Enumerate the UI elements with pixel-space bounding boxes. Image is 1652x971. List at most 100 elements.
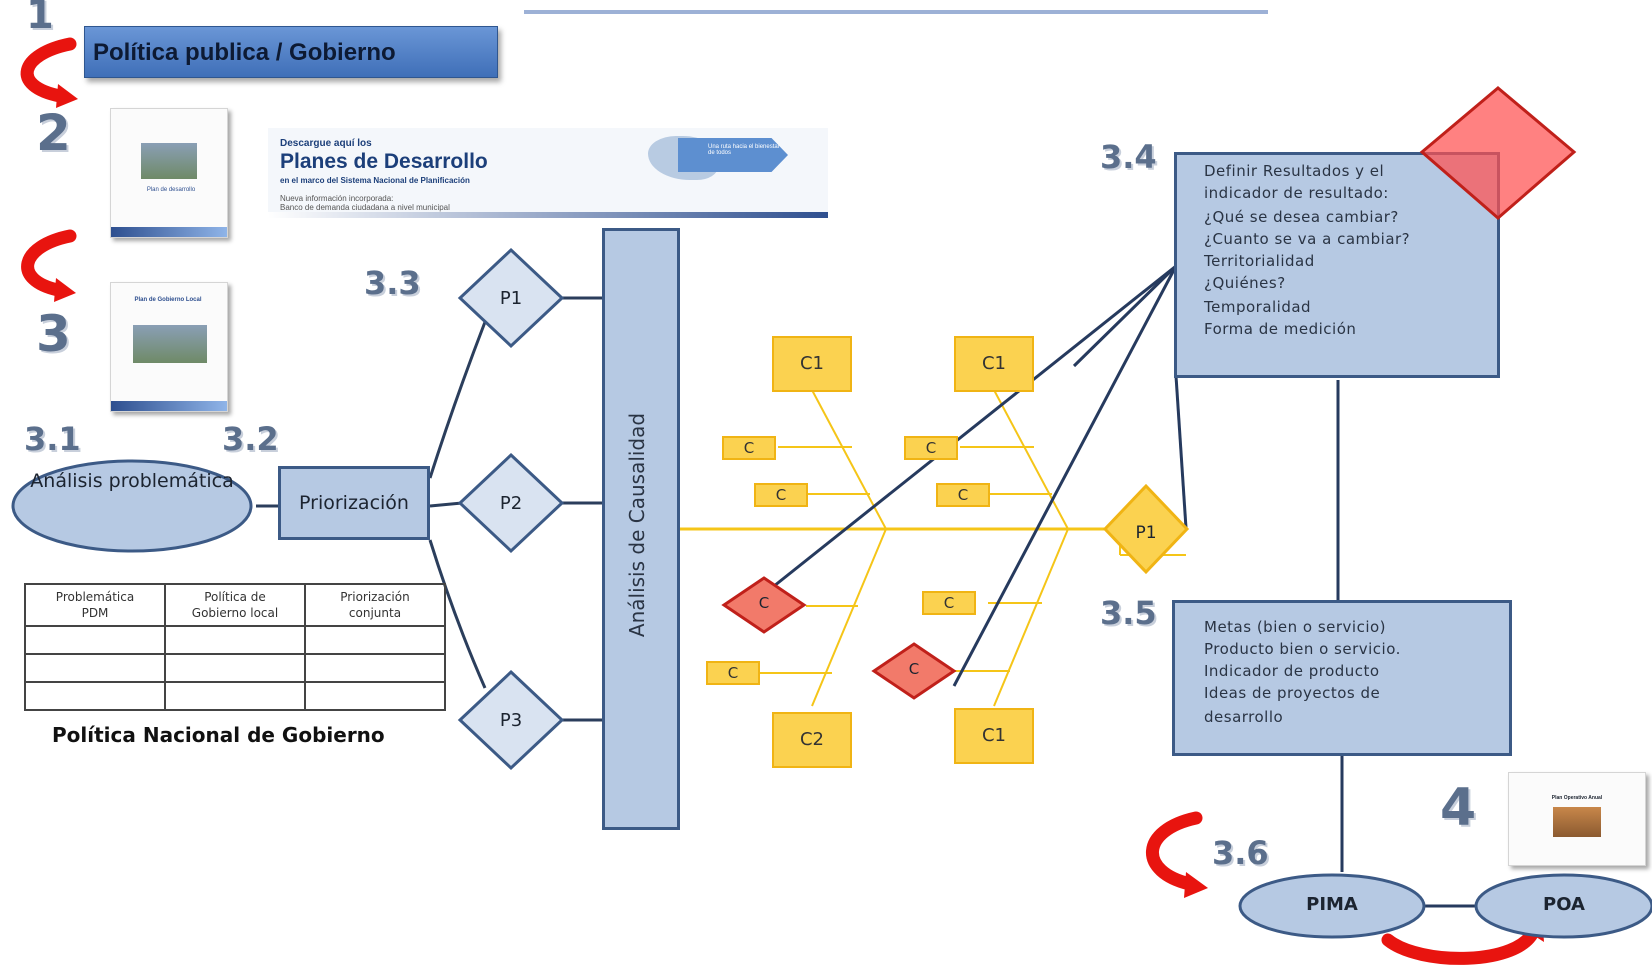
cause-box-bottom-left: C2 bbox=[772, 712, 852, 768]
pgl-document-thumbnail: Plan de Gobierno Local bbox=[110, 282, 228, 412]
step-3-label: 3 bbox=[36, 305, 71, 363]
pgl-cover-stripe bbox=[111, 401, 227, 411]
step-3-3-label: 3.3 bbox=[364, 264, 421, 302]
cause-box-bottom-right: C1 bbox=[954, 708, 1034, 764]
table-row bbox=[24, 681, 446, 711]
banner-headline: Planes de Desarrollo bbox=[280, 150, 488, 173]
table-cell[interactable] bbox=[24, 681, 166, 711]
analisis-causalidad-label: Análisis de Causalidad bbox=[625, 412, 649, 638]
step-2-label: 2 bbox=[36, 104, 71, 162]
red-curved-arrow-1 bbox=[20, 37, 77, 103]
subcause-c-1: C bbox=[722, 436, 776, 460]
table-cell[interactable] bbox=[304, 625, 446, 655]
table-cell[interactable] bbox=[24, 653, 166, 683]
subcause-c-4: C bbox=[936, 483, 990, 507]
subcause-c-5: C bbox=[922, 591, 976, 615]
pgl-cover-image bbox=[133, 325, 207, 363]
results-line-4: ¿Cuanto se va a cambiar? bbox=[1204, 230, 1411, 248]
p3-diamond bbox=[457, 669, 565, 771]
results-line-3: ¿Qué se desea cambiar? bbox=[1204, 208, 1399, 226]
metas-line-1: Metas (bien o servicio) bbox=[1204, 618, 1387, 636]
red-arrowhead-3 bbox=[1184, 872, 1208, 898]
pdm-cover-title: Plan de desarrollo bbox=[146, 187, 196, 193]
p2-diamond bbox=[457, 452, 565, 554]
results-line-8: Forma de medición bbox=[1204, 320, 1357, 338]
banner-kicker: Descargue aquí los bbox=[280, 138, 372, 149]
table-row bbox=[24, 653, 446, 683]
cause-box-top-right: C1 bbox=[954, 336, 1034, 392]
fishbone-p1-diamond bbox=[1102, 483, 1190, 575]
metas-line-3: Indicador de producto bbox=[1204, 662, 1380, 680]
p1-diamond bbox=[457, 247, 565, 349]
subcause-c-2: C bbox=[754, 483, 808, 507]
root-cause-diamond-left bbox=[721, 576, 807, 634]
banner-note: Nueva información incorporada: bbox=[280, 194, 394, 203]
poa-cover-title: Plan Operativo Anual bbox=[1551, 795, 1603, 801]
p1-label: P1 bbox=[499, 288, 523, 309]
fishbone-p1-label: P1 bbox=[1135, 523, 1157, 543]
banner-note-detail: Banco de demanda ciudadana a nivel munic… bbox=[280, 203, 450, 212]
results-line-2: indicador de resultado: bbox=[1204, 184, 1389, 202]
metas-box bbox=[1172, 600, 1512, 756]
table-cell[interactable] bbox=[304, 681, 446, 711]
title-banner: Política publica / Gobierno bbox=[84, 26, 498, 78]
step-3-2-label: 3.2 bbox=[222, 420, 279, 458]
poa-document-thumbnail: Plan Operativo Anual bbox=[1508, 772, 1646, 866]
pima-node bbox=[1238, 873, 1426, 939]
red-arrowhead-1 bbox=[56, 84, 78, 108]
priorizacion-node bbox=[278, 466, 430, 540]
table-row bbox=[24, 625, 446, 655]
results-line-7: Temporalidad bbox=[1204, 298, 1312, 316]
table-cell[interactable] bbox=[304, 653, 446, 683]
subcause-c-6: C bbox=[706, 661, 760, 685]
poa-label: POA bbox=[1543, 894, 1585, 915]
pgl-cover-title: Plan de Gobierno Local bbox=[134, 297, 202, 303]
pdm-document-thumbnail: Plan de desarrollo bbox=[110, 108, 228, 238]
p3-label: P3 bbox=[499, 710, 523, 731]
step-3-1-label: 3.1 bbox=[24, 420, 81, 458]
table-cell[interactable] bbox=[24, 625, 166, 655]
analisis-problematica-node bbox=[11, 459, 253, 553]
step-1-label: 1 bbox=[26, 0, 54, 38]
top-rule bbox=[524, 10, 1268, 14]
cause-box-top-left: C1 bbox=[772, 336, 852, 392]
planes-desarrollo-banner[interactable]: Descargue aquí los Planes de Desarrollo … bbox=[268, 128, 828, 218]
poa-cover-image bbox=[1553, 807, 1601, 837]
table-cell[interactable] bbox=[164, 653, 306, 683]
red-arrowhead-2 bbox=[54, 278, 76, 302]
root-cause-right-label: C bbox=[908, 660, 920, 678]
results-line-6: ¿Quiénes? bbox=[1204, 274, 1286, 292]
pdm-cover-image bbox=[141, 143, 197, 179]
result-link-lines bbox=[763, 264, 1476, 908]
step-3-6-label: 3.6 bbox=[1212, 834, 1269, 872]
pdm-cover-stripe bbox=[111, 227, 227, 237]
priorizacion-label: Priorización bbox=[299, 492, 409, 514]
table-cell[interactable] bbox=[164, 681, 306, 711]
metas-line-2: Producto bien o servicio. bbox=[1204, 640, 1401, 658]
poa-node bbox=[1474, 873, 1652, 939]
red-curved-arrow-3 bbox=[1146, 811, 1203, 891]
red-curved-arrow-2 bbox=[21, 229, 77, 297]
results-line-1: Definir Resultados y el bbox=[1204, 162, 1385, 180]
analisis-causalidad-bar bbox=[602, 228, 680, 830]
red-curved-arrow-4 bbox=[1381, 923, 1541, 965]
subcause-c-3: C bbox=[904, 436, 958, 460]
results-line-5: Territorialidad bbox=[1204, 252, 1315, 270]
table-cell[interactable] bbox=[164, 625, 306, 655]
analisis-problematica-label: Análisis problemática bbox=[30, 470, 234, 492]
p2-label: P2 bbox=[499, 493, 523, 514]
metas-line-4: Ideas de proyectos de bbox=[1204, 684, 1381, 702]
banner-arrow-icon: Una ruta hacia el bienestar de todos bbox=[678, 138, 788, 172]
banner-underline bbox=[268, 212, 828, 218]
table-caption: Política Nacional de Gobierno bbox=[52, 723, 385, 747]
priorizacion-connectors bbox=[256, 296, 603, 722]
step-3-4-label: 3.4 bbox=[1100, 138, 1157, 176]
root-cause-diamond-right bbox=[871, 642, 957, 700]
pima-label: PIMA bbox=[1306, 894, 1358, 915]
